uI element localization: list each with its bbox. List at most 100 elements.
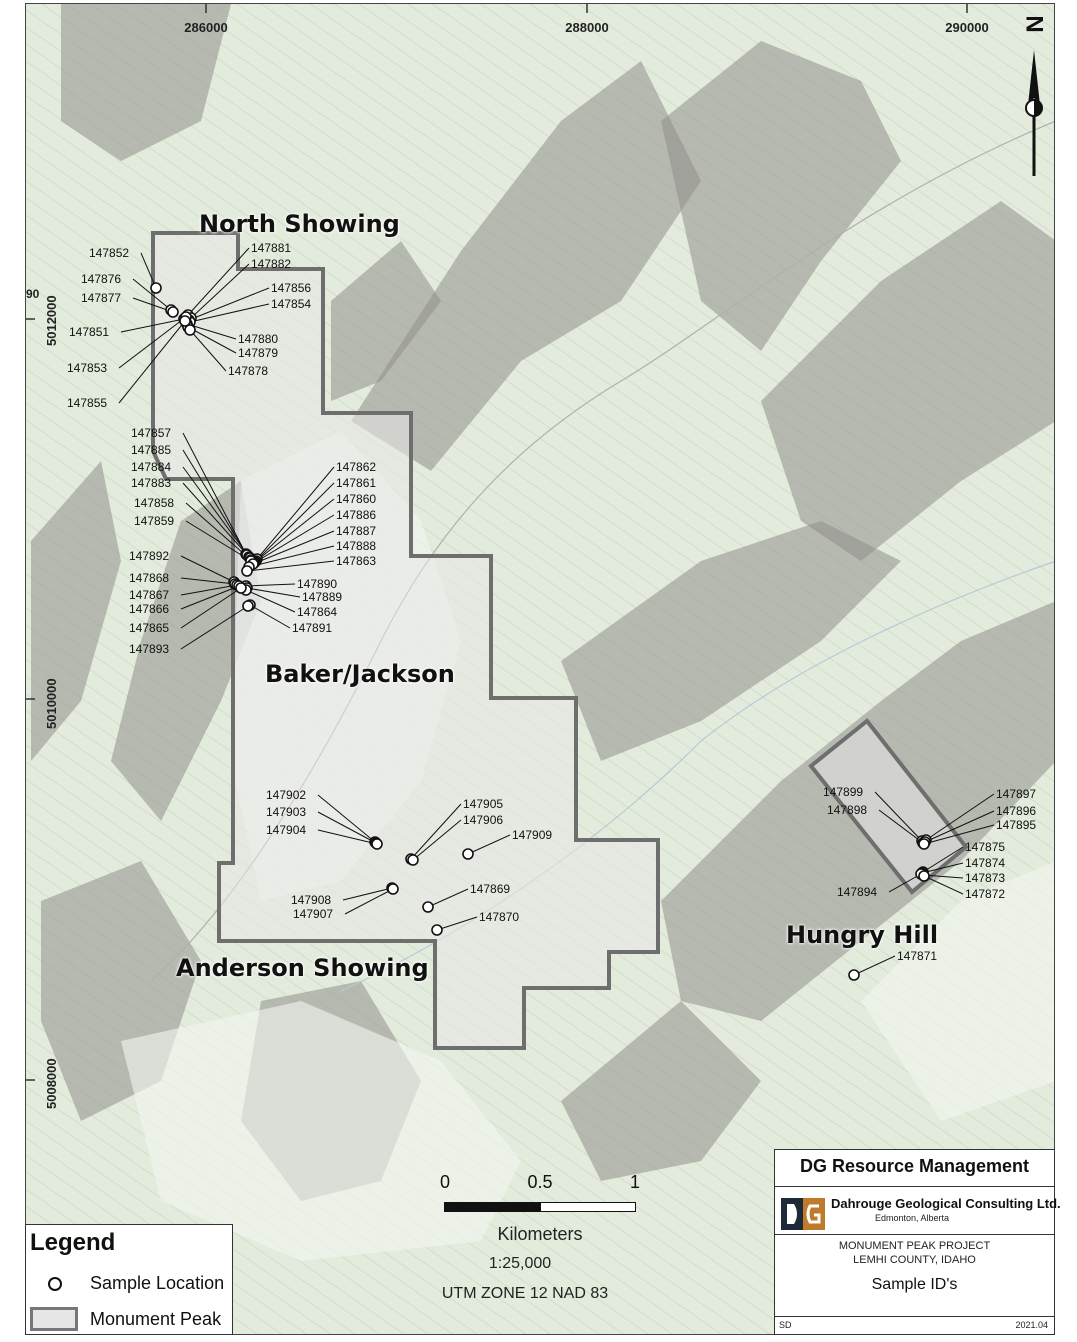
sample-point-147870[interactable]: [431, 924, 443, 936]
sample-label-147883: 147883: [131, 476, 172, 490]
leader-line-147854: [189, 303, 270, 323]
sample-label-147872: 147872: [965, 887, 1006, 901]
leader-line-147905: [410, 803, 462, 860]
sample-label-147854: 147854: [271, 297, 312, 311]
sample-point-147877[interactable]: [167, 306, 179, 318]
sample-label-147865: 147865: [129, 621, 170, 635]
leader-line-147879: [187, 326, 237, 354]
grid-label-northing-5012000: 5012000: [44, 295, 59, 346]
leader-line-147892: [180, 555, 235, 583]
sample-label-147866: 147866: [129, 602, 170, 616]
leader-line-147904: [317, 829, 378, 845]
sample-point-147863[interactable]: [241, 565, 253, 577]
sample-label-147904: 147904: [266, 823, 307, 837]
map-subject: Sample ID's: [871, 1276, 958, 1293]
sample-label-147857: 147857: [131, 426, 172, 440]
sample-label-147860: 147860: [336, 492, 377, 506]
leader-line-147884: [182, 466, 250, 558]
scale-tick-half: 0.5: [527, 1172, 553, 1192]
divider: [775, 1316, 1054, 1317]
sample-label-147882: 147882: [251, 257, 292, 271]
north-arrow-icon: [1025, 50, 1043, 176]
sample-point-147878[interactable]: [184, 324, 196, 336]
sample-label-147879: 147879: [238, 346, 279, 360]
title-block: DG Resource Management Dahrouge Geologic…: [774, 1149, 1061, 1335]
sample-label-147867: 147867: [129, 588, 170, 602]
sample-point-147865[interactable]: [235, 582, 247, 594]
legend-title: Legend: [30, 1229, 116, 1256]
leader-line-147897: [925, 793, 995, 841]
sample-point-147893[interactable]: [242, 600, 254, 612]
sample-label-147902: 147902: [266, 788, 307, 802]
sample-point-147906[interactable]: [407, 854, 419, 866]
sample-label-147873: 147873: [965, 871, 1006, 885]
sample-label-147855: 147855: [67, 396, 108, 410]
sample-point-147907[interactable]: [387, 883, 399, 895]
sample-point-147872[interactable]: [918, 870, 930, 882]
sample-label-147876: 147876: [81, 272, 122, 286]
map-canvas[interactable]: [26, 4, 1055, 1335]
sample-label-147880: 147880: [238, 332, 279, 346]
grid-label-easting-290000: 290000: [945, 20, 989, 35]
area-label-north-showing: North Showing: [199, 210, 400, 238]
leader-line-147868: [180, 577, 236, 585]
leader-line-147906: [412, 819, 462, 861]
sample-label-147887: 147887: [336, 524, 377, 538]
leader-line-147895: [923, 824, 995, 845]
sample-label-147858: 147858: [134, 496, 175, 510]
map-frame[interactable]: 286000 288000 290000 5012000 5010000 500…: [25, 3, 1055, 1335]
sample-point-147855[interactable]: [179, 315, 191, 327]
scale-tick-0: 0: [439, 1172, 451, 1192]
grid-label-easting-288000: 288000: [565, 20, 609, 35]
sample-label-147853: 147853: [67, 361, 108, 375]
sample-label-147861: 147861: [336, 476, 377, 490]
leader-line-147899: [874, 791, 923, 842]
leader-line-147861: [255, 482, 335, 562]
area-label-anderson-showing: Anderson Showing: [176, 954, 429, 982]
sample-leaders: [118, 247, 995, 976]
scale-ratio: 1:25,000: [488, 1255, 552, 1272]
leader-line-147865: [180, 587, 242, 629]
sample-label-147875: 147875: [965, 840, 1006, 854]
leader-line-147891: [249, 604, 291, 629]
sample-label-147899: 147899: [823, 785, 864, 799]
leader-line-147887: [252, 530, 335, 565]
sample-label-147862: 147862: [336, 460, 377, 474]
divider: [775, 1186, 1054, 1187]
sample-point-147909[interactable]: [462, 848, 474, 860]
sample-label-147859: 147859: [134, 514, 175, 528]
sample-label-147908: 147908: [291, 893, 332, 907]
sample-label-147907: 147907: [293, 907, 334, 921]
project-name: MONUMENT PEAK PROJECT: [838, 1240, 991, 1252]
leader-line-147853: [118, 316, 187, 369]
leader-line-147903: [317, 811, 377, 844]
leader-line-147852: [140, 252, 157, 289]
property-main[interactable]: [151, 231, 660, 1050]
leader-line-147867: [180, 584, 238, 596]
sample-point-147871[interactable]: [848, 969, 860, 981]
leader-line-147882: [190, 263, 250, 319]
leader-line-147878: [189, 329, 227, 372]
leader-line-147886: [253, 514, 335, 564]
grid-label-easting-286000: 286000: [184, 20, 228, 35]
scale-bar-white: [540, 1202, 636, 1212]
sample-point-147895[interactable]: [918, 838, 930, 850]
leader-line-147856: [188, 287, 270, 321]
leader-line-147889: [246, 587, 301, 598]
sample-label-147893: 147893: [129, 642, 170, 656]
sample-point-147852[interactable]: [150, 282, 162, 294]
sample-point-147904[interactable]: [371, 838, 383, 850]
sample-label-147898: 147898: [827, 803, 868, 817]
north-arrow-letter: N: [1020, 15, 1048, 33]
sample-label-147869: 147869: [470, 882, 511, 896]
scale-bar-black: [444, 1202, 540, 1212]
sample-label-147856: 147856: [271, 281, 312, 295]
leader-line-147890: [245, 583, 296, 587]
sample-point-147869[interactable]: [422, 901, 434, 913]
company-name: DG Resource Management: [799, 1156, 1030, 1176]
leader-line-147864: [245, 589, 296, 613]
sample-label-147851: 147851: [69, 325, 110, 339]
sample-label-147896: 147896: [996, 804, 1037, 818]
projection-label: UTM ZONE 12 NAD 83: [441, 1285, 609, 1302]
sample-label-147905: 147905: [463, 797, 504, 811]
